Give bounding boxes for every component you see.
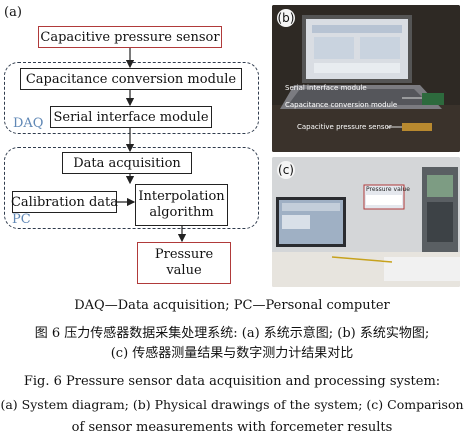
pressure-value-box: Pressure value bbox=[137, 242, 231, 284]
data-acquisition-box: Data acquisition bbox=[62, 152, 192, 174]
callout-capacitive-sensor: Capacitive pressure sensor bbox=[297, 123, 392, 131]
caption-en-line-2: (a) System diagram; (b) Physical drawing… bbox=[0, 397, 464, 412]
serial-interface-box: Serial interface module bbox=[50, 106, 212, 128]
panel-b-label: (b) bbox=[277, 9, 295, 27]
flow-arrows bbox=[117, 48, 187, 243]
callout-pressure-value: Pressure value bbox=[366, 186, 410, 193]
caption-en-line-1: Fig. 6 Pressure sensor data acquisition … bbox=[23, 374, 441, 389]
panel-b-scene bbox=[272, 5, 460, 152]
callout-serial-interface: Serial interface module bbox=[285, 84, 367, 92]
daq-group-label: DAQ bbox=[13, 116, 44, 131]
panel-a-label: (a) bbox=[4, 5, 22, 20]
interpolation-algorithm-box: Interpolation algorithm bbox=[135, 184, 228, 226]
caption-cn-line-1: 图 6 压力传感器数据采集处理系统: (a) 系统示意图; (b) 系统实物图; bbox=[34, 326, 430, 341]
sensor-box: Capacitive pressure sensor bbox=[38, 26, 222, 48]
pc-group-label: PC bbox=[12, 212, 31, 227]
interpolation-line-2: algorithm bbox=[149, 205, 214, 220]
panel-c-label: (c) bbox=[277, 161, 295, 179]
panel-b-photo: (b) Serial interface module Capacitance … bbox=[272, 5, 460, 152]
pressure-value-line-2: value bbox=[166, 263, 202, 278]
abbreviation-note: DAQ—Data acquisition; PC—Personal comput… bbox=[74, 298, 390, 313]
caption-en-line-3: of sensor measurements with forcemeter r… bbox=[71, 420, 393, 435]
panel-c-photo: (c) Pressure value bbox=[272, 157, 460, 287]
capacitance-conversion-box: Capacitance conversion module bbox=[20, 68, 242, 90]
callout-capacitance-conversion: Capacitance conversion module bbox=[285, 101, 398, 109]
interpolation-line-1: Interpolation bbox=[138, 189, 225, 204]
panel-c-scene bbox=[272, 157, 460, 287]
pressure-value-line-1: Pressure bbox=[154, 247, 214, 262]
calibration-data-box: Calibration data bbox=[11, 191, 118, 213]
caption-cn-line-2: (c) 传感器测量结果与数字测力计结果对比 bbox=[110, 346, 354, 361]
